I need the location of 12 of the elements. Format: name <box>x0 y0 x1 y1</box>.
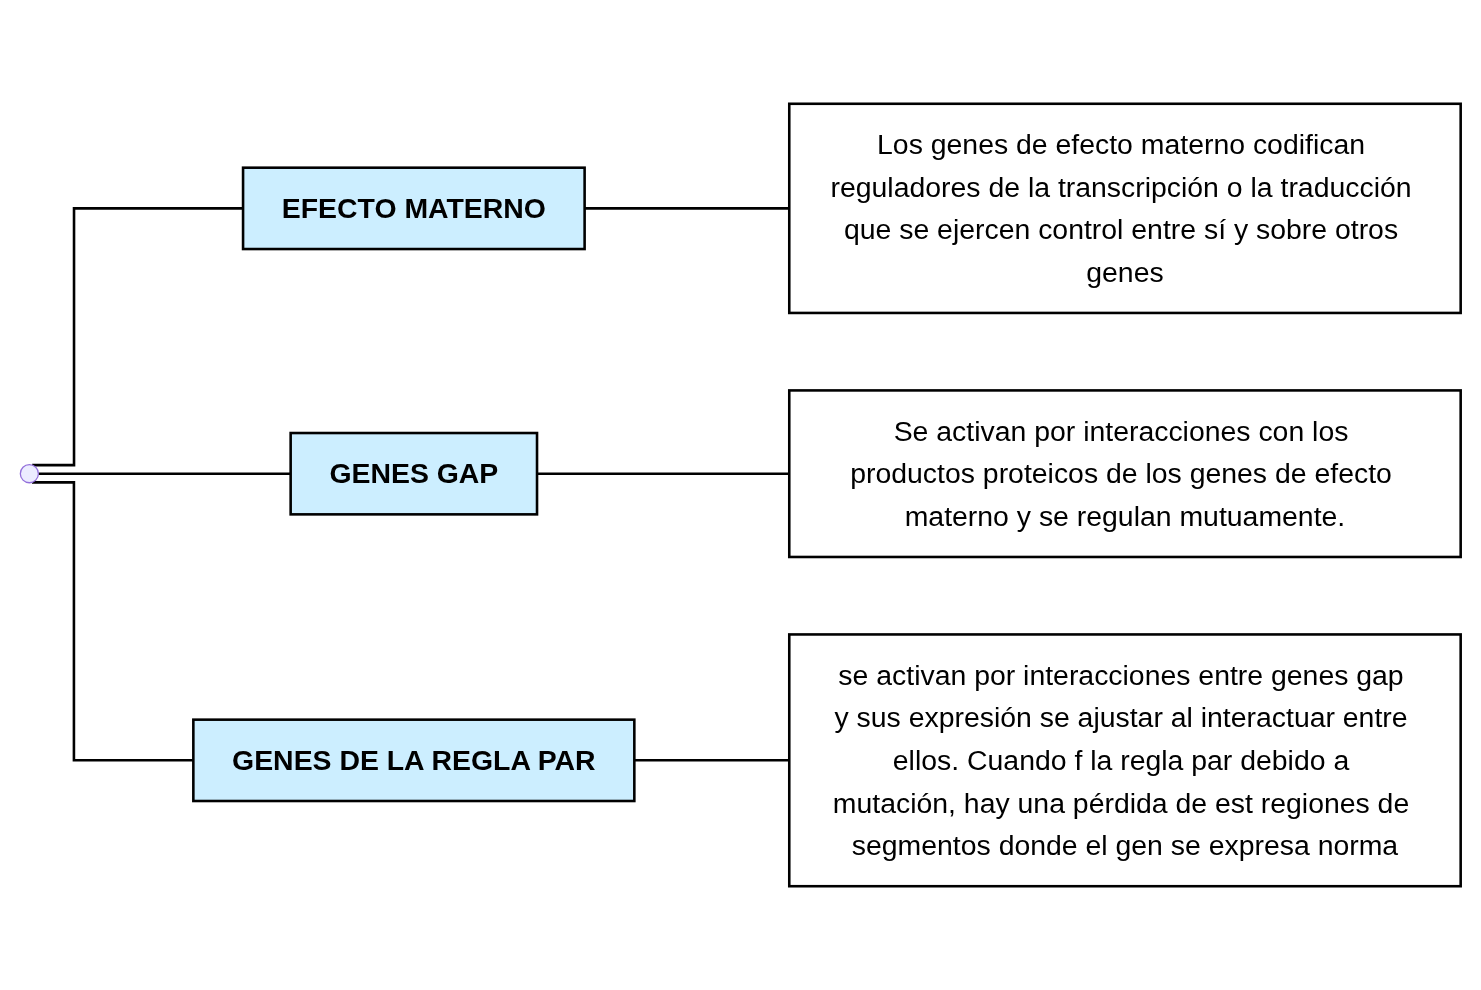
node-box: se activan por interacciones entre genes gap y sus expresión se ajustar al interactuar entre ellos. Cuando f la regla par debido a mutación, hay una pérdida de est regiones de segmentos donde el gen se expresa norma <box>788 633 1462 888</box>
connector <box>38 472 291 475</box>
node-box: GENES GAP <box>289 431 539 516</box>
connector <box>32 207 244 467</box>
connector <box>32 481 194 762</box>
node-box: Los genes de efecto materno codifican reguladores de la transcripción o la traducción que se ejercen control entre sí y sobre otros genes <box>788 102 1462 315</box>
connector <box>634 759 790 762</box>
connector <box>584 207 790 210</box>
connector <box>537 472 790 475</box>
node-box: GENES DE LA REGLA PAR <box>192 718 636 803</box>
node-box: EFECTO MATERNO <box>241 166 586 251</box>
node-box: Se activan por interacciones con los productos proteicos de los genes de efecto materno y se regulan mutuamente. <box>788 389 1462 559</box>
